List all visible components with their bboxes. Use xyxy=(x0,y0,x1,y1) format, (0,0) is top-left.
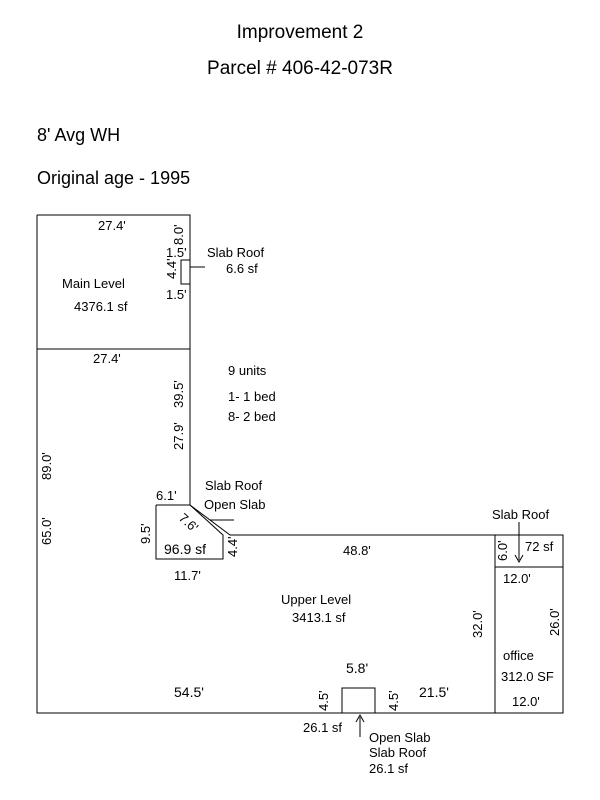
upper-level-dim-bottom-right: 21.5' xyxy=(419,684,449,700)
slab-roof-small-area: 6.6 sf xyxy=(226,261,258,276)
left-dim-outer: 89.0' xyxy=(39,452,54,480)
office-label: office xyxy=(503,648,534,663)
main-level-dim-right-mid: 39.5' xyxy=(171,380,186,408)
office-dim-right: 26.0' xyxy=(547,608,562,636)
upper-level-dim-top: 48.8' xyxy=(343,543,371,558)
bottom-notch-dim-width: 5.8' xyxy=(346,660,368,676)
left-dim-inner: 65.0' xyxy=(39,517,54,545)
upper-level-dim-right: 32.0' xyxy=(470,610,485,638)
bottom-notch-dim-right: 4.5' xyxy=(386,690,401,711)
slab-roof-right-dim-bottom: 12.0' xyxy=(503,571,531,586)
slab-roof-right-label: Slab Roof xyxy=(492,507,549,522)
open-slab-dim-left: 9.5' xyxy=(138,523,153,544)
open-slab-dim-bottom: 11.7' xyxy=(174,568,201,583)
main-level-label: Main Level xyxy=(62,276,125,291)
bottom-notch-outline xyxy=(341,687,376,713)
page-title: Improvement 2 xyxy=(236,22,364,43)
open-slab-dim-right: 4.4' xyxy=(225,536,240,557)
main-level-dim-top: 27.4' xyxy=(98,218,126,233)
bottom-notch-label1: Open Slab xyxy=(369,730,430,745)
main-level-dim-right-top: 8.0' xyxy=(171,224,186,245)
open-slab-outline xyxy=(155,504,224,560)
open-slab-dim-diag: 7.6' xyxy=(176,510,201,535)
parcel-number: Parcel # 406-42-073R xyxy=(207,58,393,79)
upper-level-area: 3413.1 sf xyxy=(292,610,346,625)
upper-level-dim-bottom-left: 54.5' xyxy=(174,684,204,700)
bottom-notch-area-left: 26.1 sf xyxy=(303,720,342,735)
bottom-notch-area: 26.1 sf xyxy=(369,761,408,776)
slab-roof-right-dim-height: 6.0' xyxy=(495,540,510,561)
slab-roof-right-area: 72 sf xyxy=(525,539,554,554)
units-total: 9 units xyxy=(228,363,267,378)
units-line1: 1- 1 bed xyxy=(228,389,276,404)
main-level-dim-right-low: 27.9' xyxy=(171,422,186,450)
office-dim-bottom: 12.0' xyxy=(512,694,540,709)
upper-level-label: Upper Level xyxy=(281,592,351,607)
slab-roof-small-dim-above: 1.5' xyxy=(166,245,187,260)
original-age: Original age - 1995 xyxy=(37,168,191,188)
slab-roof-small-dim-height: 4.4' xyxy=(164,258,179,279)
bottom-notch-label2: Slab Roof xyxy=(369,745,426,760)
office-area: 312.0 SF xyxy=(501,669,554,684)
avg-wall-height: 8' Avg WH xyxy=(37,125,121,145)
slab-roof-small-label: Slab Roof xyxy=(207,245,264,260)
open-slab-label2: Open Slab xyxy=(204,497,265,512)
slab-roof-small-box xyxy=(180,259,191,285)
open-slab-area: 96.9 sf xyxy=(164,541,206,557)
bottom-notch-arrowhead xyxy=(355,713,365,723)
bottom-notch-dim-left: 4.5' xyxy=(316,690,331,711)
slab-roof-right-arrowhead xyxy=(514,554,524,564)
main-level-dim-bottom: 27.4' xyxy=(93,351,121,366)
units-line2: 8- 2 bed xyxy=(228,409,276,424)
slab-roof-small-dim-below: 1.5' xyxy=(166,287,187,302)
open-slab-dim-top: 6.1' xyxy=(156,488,177,503)
open-slab-label1: Slab Roof xyxy=(205,478,262,493)
main-level-area: 4376.1 sf xyxy=(74,299,128,314)
